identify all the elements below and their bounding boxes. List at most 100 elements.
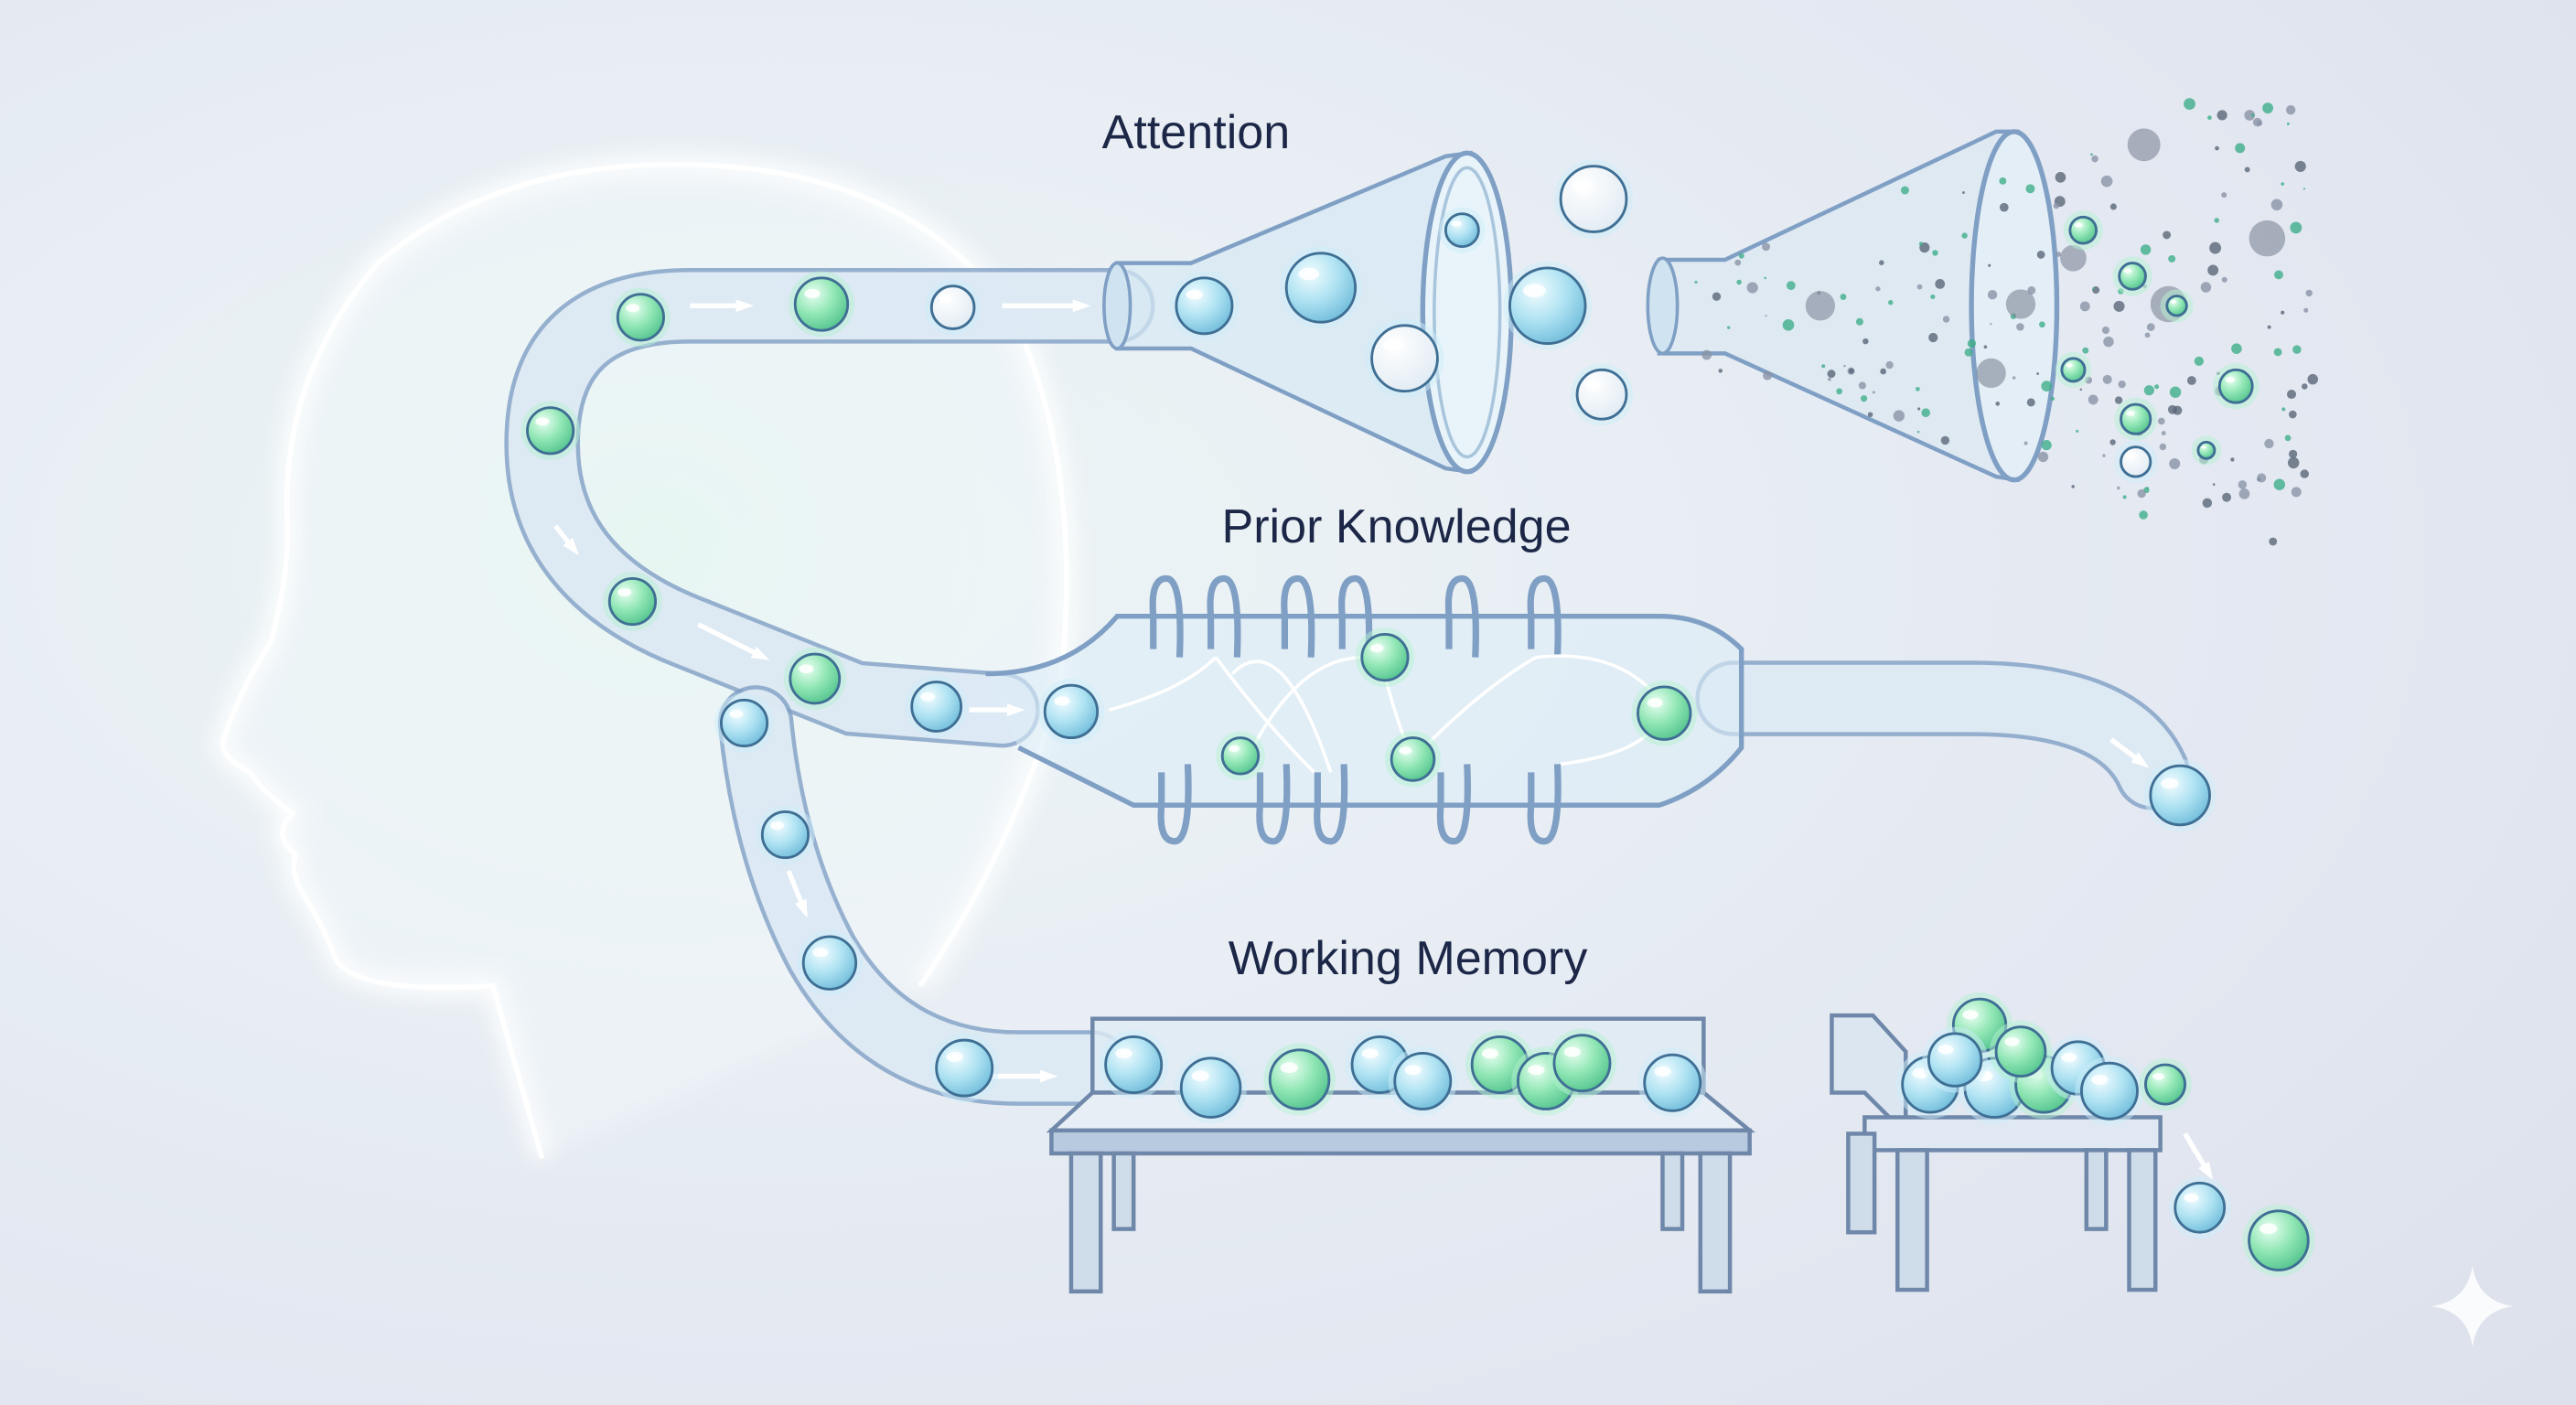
hook-top [1338,574,1373,658]
particle [1858,381,1866,390]
particle [2050,396,2055,402]
particle [1746,282,1758,294]
blue-ball [719,698,769,748]
particle [2221,276,2227,283]
ball-highlight [804,288,821,299]
ball-highlight [1572,179,1593,192]
green-ball [616,293,665,342]
particle [1765,315,1767,317]
particle [2169,457,2181,470]
arrowhead-icon [735,299,755,313]
particle [2269,537,2278,546]
particle [2036,250,2045,259]
blue-ball [1643,1053,1702,1112]
green-ball [1552,1034,1612,1093]
ball-highlight [1563,1046,1581,1057]
particle [1900,186,1909,195]
particle [1836,388,1843,395]
particle [1734,259,1742,266]
particle [2076,429,2079,433]
particle [2214,218,2219,223]
knowledge-link [1214,656,1316,774]
ball-highlight [2061,1052,2077,1063]
blue-ball [1179,1056,1242,1119]
hook-top [1527,574,1562,658]
particle [1932,250,1938,256]
ball-highlight [1361,1048,1379,1059]
particle [1916,284,1923,290]
particle [2159,443,2167,451]
particle [1821,364,1826,369]
particle [2215,145,2219,151]
green-ball [1268,1048,1331,1110]
ball-highlight [1522,284,1546,298]
particle [1880,368,1887,375]
particle [2281,182,2285,186]
particle [1928,332,1938,343]
particle [2100,175,2113,188]
green-ball [1360,633,1410,682]
particle [2291,487,2302,498]
blue-ball [1508,266,1587,346]
ball-highlight [1298,267,1320,281]
particle [2055,252,2062,257]
particle [1987,289,1998,300]
particle [2036,372,2040,375]
particle [1782,319,1795,331]
ball-highlight [939,295,952,303]
knowledge-link [1230,660,1333,773]
particle [2053,202,2060,209]
particle [1867,412,1873,418]
particle [1885,360,1894,370]
clear-bubble [1559,165,1628,233]
ball-highlight [946,1051,963,1062]
hook-bottom [1256,764,1291,845]
particle [2305,289,2313,297]
hook-top [1207,574,1241,658]
ball-highlight [1229,745,1240,753]
blue-ball [2174,1181,2227,1234]
particle [2157,417,2165,425]
particle [2169,386,2182,398]
green-ball [2060,357,2087,383]
particle [2292,345,2302,354]
ball-highlight [1647,698,1663,708]
green-ball [2248,1209,2310,1271]
information-balls [521,159,2315,1277]
particle [2281,407,2286,412]
ball-highlight [1962,1010,1979,1020]
ball-highlight [1054,696,1070,706]
particle-cluster [2005,289,2036,319]
particle [1990,323,1992,326]
particle [2114,396,2123,404]
particle [2302,383,2308,390]
particle [1915,386,1920,391]
particle [2137,488,2146,499]
particle [1786,281,1796,290]
particle [2286,389,2297,400]
particle [1918,241,1924,246]
particle [1961,232,1968,239]
particle [1879,260,1884,265]
hook-top [1444,574,1479,658]
particle [2186,376,2196,385]
ball-highlight [2126,410,2135,416]
particle [2222,492,2232,502]
particle [1999,177,2007,185]
ball-highlight [1585,380,1601,390]
ball-highlight [2066,363,2073,368]
clear-bubble [2120,445,2152,478]
particle [1694,280,1698,284]
arrow-icon [697,622,766,660]
particle [2231,343,2242,354]
particle [2026,398,2035,407]
particle [1736,279,1742,285]
particle [2012,376,2016,380]
knowledge-link [1108,656,1218,712]
particle [2037,451,2049,463]
hook-top [1149,574,1184,658]
blue-ball [1284,252,1358,324]
particle [2221,192,2227,198]
particle [1916,430,1920,434]
